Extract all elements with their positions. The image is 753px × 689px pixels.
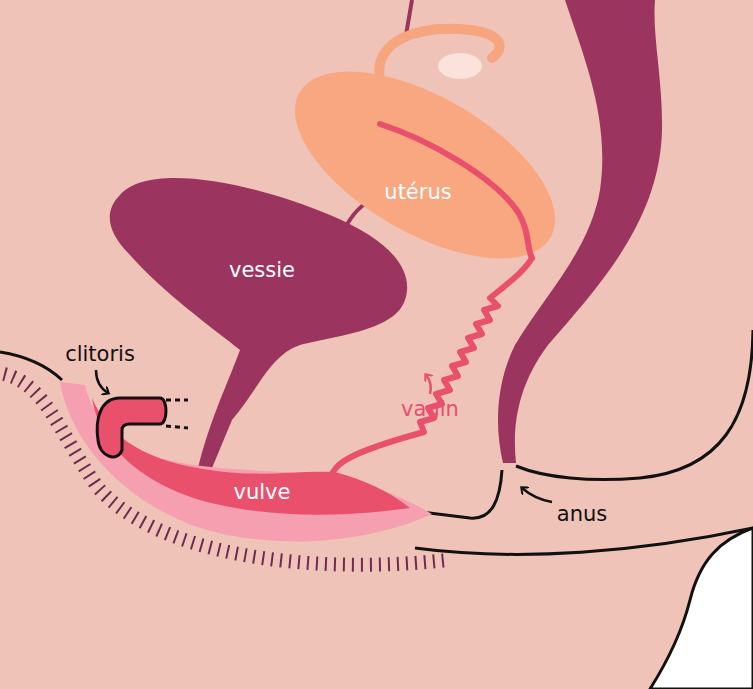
- ovary: [438, 53, 482, 79]
- organ-node: vessie: [100, 165, 420, 475]
- organ-node: vulve: [55, 378, 435, 550]
- organ-name: utérus: [384, 181, 451, 204]
- leader-line: [426, 375, 431, 394]
- skin-line: [0, 352, 62, 380]
- outside-region: [650, 528, 753, 689]
- leader-line: [522, 488, 552, 502]
- uterine-cavity: [380, 124, 532, 258]
- part-label: vagin: [401, 398, 459, 421]
- thigh-line: [415, 528, 753, 554]
- buttock-line: [516, 330, 753, 480]
- vulva-shape: [92, 398, 410, 515]
- part-label: clitoris: [65, 343, 135, 366]
- organ-name: vulve: [234, 481, 291, 504]
- clitoris-dashes: [166, 400, 188, 428]
- fallopian-tube: [379, 29, 500, 80]
- vulva-outer: [60, 382, 432, 542]
- organ-outline: [100, 165, 420, 475]
- leader-line: [96, 370, 108, 393]
- organ-name: vessie: [229, 259, 295, 282]
- part-label: anus: [557, 503, 607, 526]
- clitoris-shape: [97, 398, 166, 457]
- organ-outline: [55, 378, 435, 550]
